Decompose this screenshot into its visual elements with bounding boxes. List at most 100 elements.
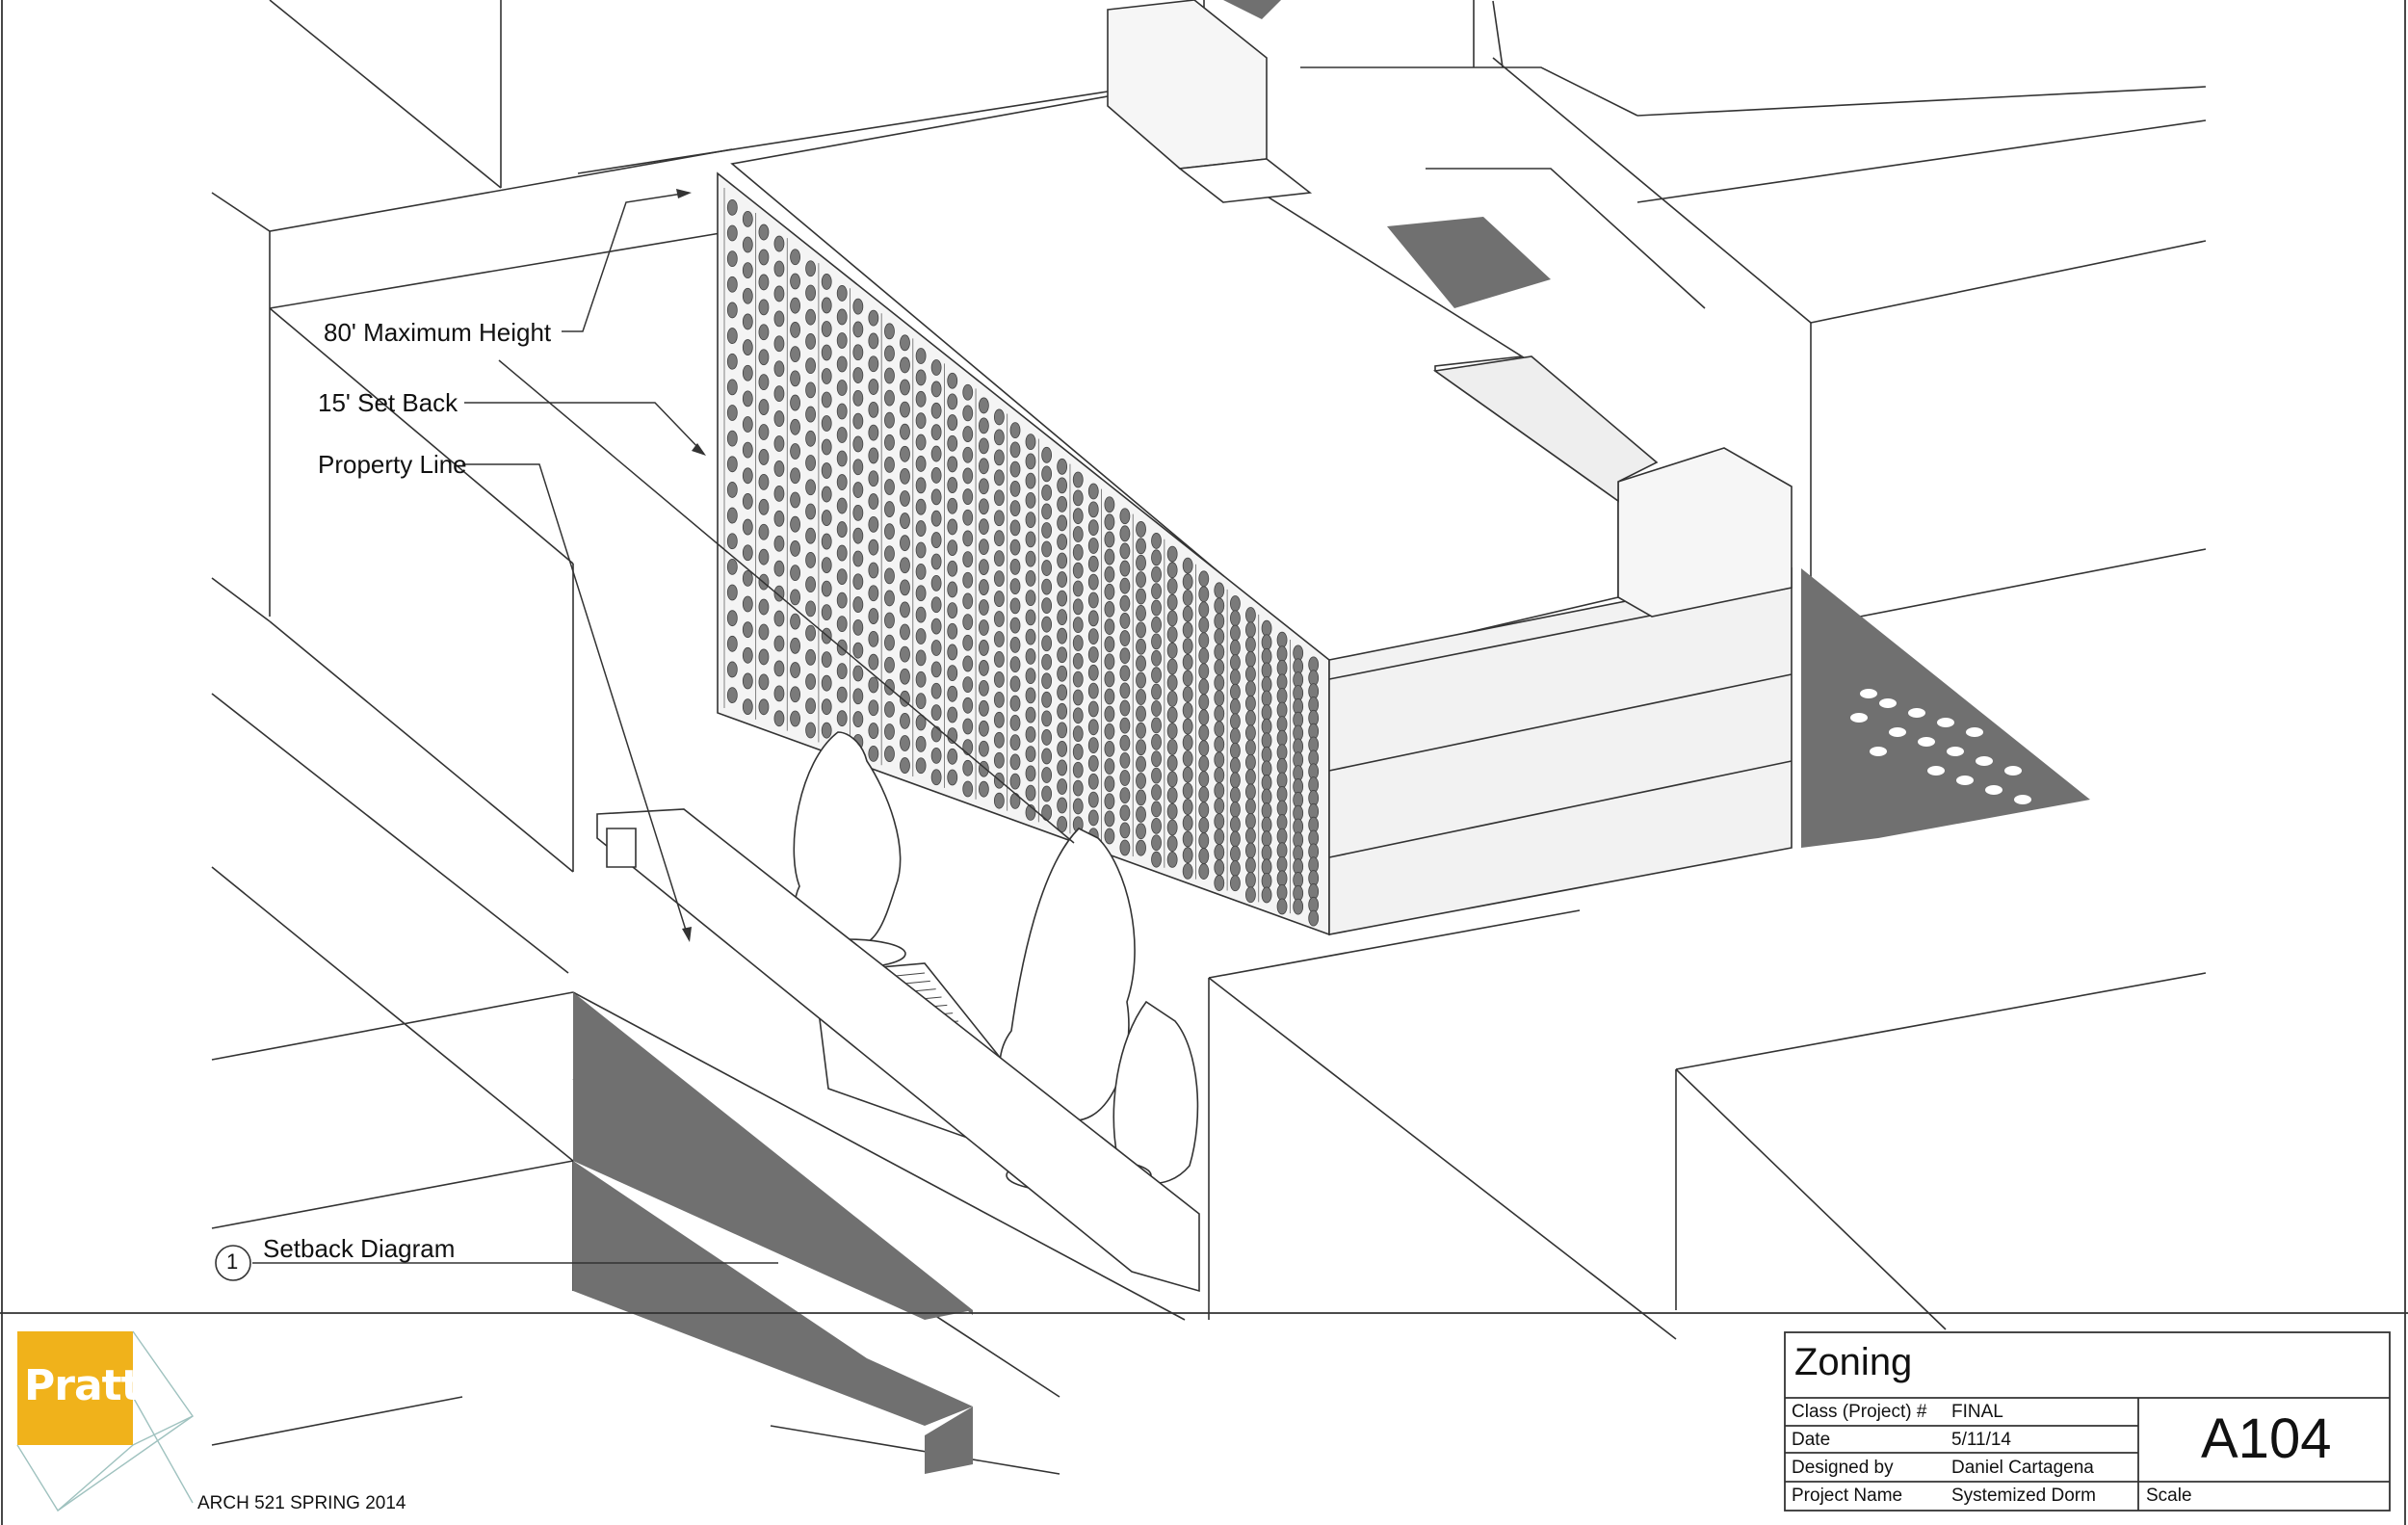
facade-hole <box>1104 723 1115 740</box>
facade-hole <box>1104 565 1115 583</box>
facade-hole <box>900 423 910 440</box>
facade-hole <box>742 210 753 227</box>
facade-hole <box>726 250 738 268</box>
facade-hole <box>1198 863 1210 880</box>
facade-hole <box>1072 761 1084 778</box>
facade-hole <box>900 668 910 685</box>
facade-hole <box>993 671 1005 688</box>
facade-hole <box>1136 739 1146 756</box>
facade-hole <box>1214 782 1225 800</box>
facade-hole <box>836 450 848 467</box>
facade-hole <box>993 570 1005 588</box>
label-max-height: 80' Maximum Height <box>324 318 552 347</box>
facade-hole <box>790 491 800 509</box>
facade-hole <box>1104 705 1115 723</box>
facade-hole <box>821 438 832 456</box>
facade-hole <box>962 551 974 567</box>
facade-hole <box>1119 525 1131 542</box>
facade-hole <box>1104 810 1115 828</box>
facade-hole <box>1025 668 1036 685</box>
facade-hole <box>1276 673 1288 691</box>
facade-hole <box>1041 635 1053 652</box>
facade-hole <box>1230 772 1241 789</box>
facade-hole <box>1104 548 1115 565</box>
facade-hole <box>1072 779 1084 797</box>
facade-hole <box>726 610 738 627</box>
facade-hole <box>993 408 1005 426</box>
facade-hole <box>1166 723 1178 740</box>
facade-hole <box>1104 776 1115 793</box>
facade-hole <box>868 539 879 556</box>
facade-hole <box>1230 713 1241 730</box>
facade-hole <box>726 687 738 703</box>
facade-hole <box>821 321 832 337</box>
facade-hole <box>1198 724 1210 742</box>
facade-hole <box>1041 785 1053 802</box>
facade-hole <box>1214 659 1225 676</box>
facade-hole <box>962 655 974 672</box>
facade-hole <box>758 698 770 716</box>
facade-hole <box>900 490 910 507</box>
facade-hole <box>1087 737 1099 754</box>
facade-hole <box>1057 797 1068 814</box>
facade-hole <box>1057 722 1068 739</box>
facade-hole <box>1041 446 1053 463</box>
facade-hole <box>1136 588 1146 605</box>
facade-hole <box>1087 809 1099 827</box>
facade-hole <box>1151 667 1162 684</box>
facade-hole <box>1057 534 1068 550</box>
facade-hole <box>773 685 785 702</box>
facade-hole <box>978 437 989 455</box>
facade-hole <box>930 510 942 527</box>
facade-hole <box>758 399 770 415</box>
facade-hole <box>1230 757 1241 774</box>
facade-hole <box>993 631 1005 647</box>
facade-hole <box>773 710 785 727</box>
facade-hole <box>836 285 848 302</box>
facade-hole <box>790 467 800 485</box>
facade-hole <box>1057 684 1068 701</box>
facade-hole <box>1151 851 1162 868</box>
facade-hole <box>1104 670 1115 688</box>
facade-hole <box>1119 787 1131 804</box>
facade-hole <box>1136 621 1146 639</box>
facade-hole <box>1119 542 1131 560</box>
plaza-and-trees <box>596 731 1200 1293</box>
facade-hole <box>930 640 942 656</box>
facade-hole <box>1230 801 1241 818</box>
facade-hole <box>993 489 1005 507</box>
facade-hole <box>1230 624 1241 642</box>
row-class-value: FINAL <box>1951 1402 2003 1422</box>
facade-hole <box>947 393 958 410</box>
facade-hole <box>821 391 832 408</box>
facade-hole <box>1198 678 1210 696</box>
facade-hole <box>1087 555 1099 572</box>
facade-hole <box>1214 859 1225 876</box>
facade-hole <box>1261 775 1272 791</box>
facade-hole <box>900 535 910 552</box>
facade-hole <box>773 610 785 627</box>
facade-hole <box>821 651 832 669</box>
facade-hole <box>726 533 738 550</box>
facade-hole <box>773 635 785 652</box>
facade-hole <box>1230 683 1241 700</box>
facade-hole <box>726 328 738 344</box>
facade-hole <box>758 498 770 515</box>
facade-hole <box>726 353 738 370</box>
facade-hole <box>915 563 927 580</box>
facade-hole <box>821 698 832 716</box>
facade-hole <box>1151 633 1162 650</box>
facade-hole <box>868 630 879 647</box>
facade-hole <box>1119 822 1131 839</box>
facade-hole <box>758 324 770 341</box>
facade-hole <box>1072 798 1084 815</box>
facade-hole <box>742 544 753 562</box>
facade-hole <box>915 498 927 515</box>
label-property-line: Property Line <box>318 450 467 479</box>
facade-hole <box>978 559 989 576</box>
shadow-dapple <box>1850 689 2031 804</box>
facade-hole <box>1276 744 1288 761</box>
facade-hole <box>900 401 910 418</box>
title-block <box>1784 1331 2391 1512</box>
facade-hole <box>1151 834 1162 852</box>
